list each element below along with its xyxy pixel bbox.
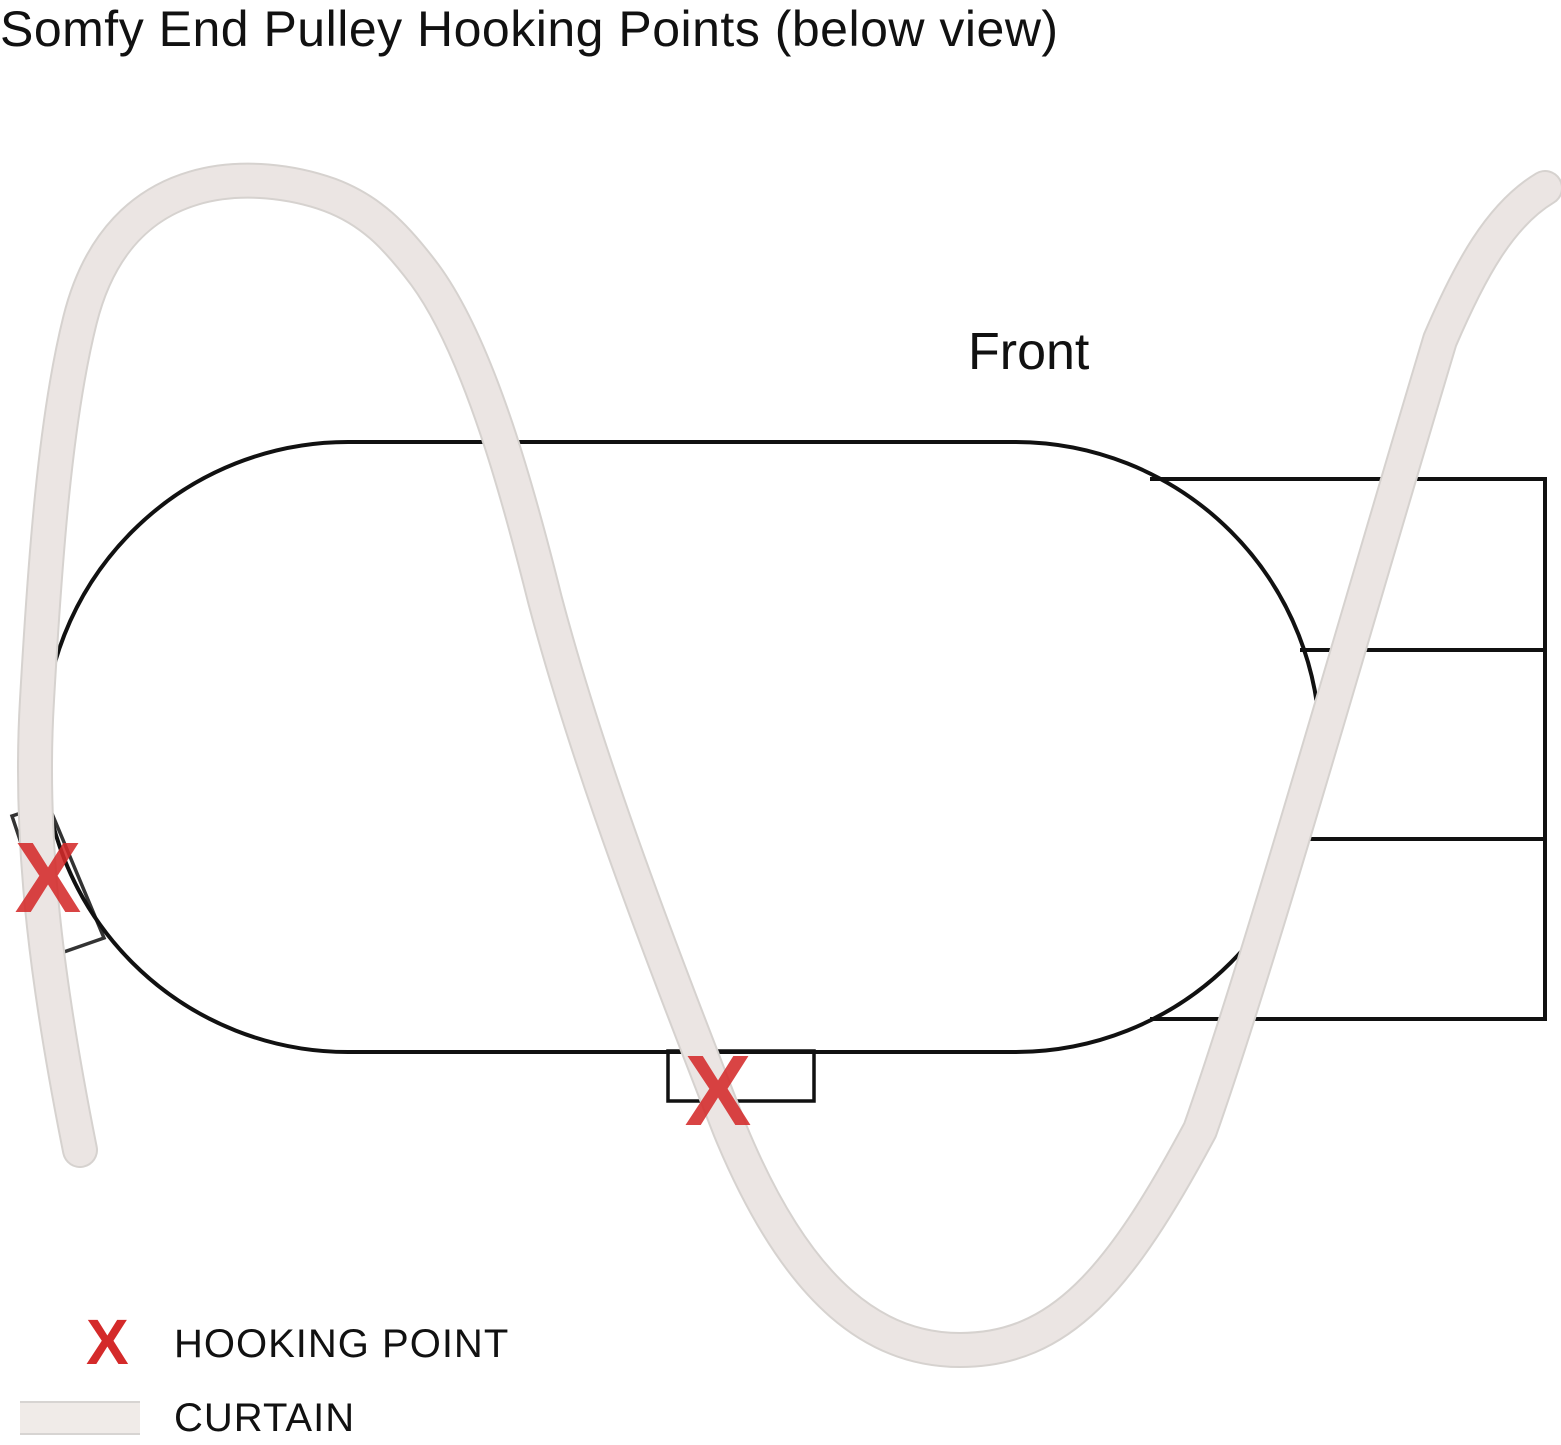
housing-outline (1150, 477, 1547, 1021)
legend-curtain-swatch (20, 1401, 140, 1435)
hook-bottom-center: X (685, 1035, 752, 1147)
curtain-path (16, 162, 1561, 1368)
pulley-track-outline (41, 440, 1322, 1054)
diagram-title: Somfy End Pulley Hooking Points (below v… (0, 1, 1059, 57)
legend-curtain-label: CURTAIN (174, 1396, 356, 1440)
legend-hooking-point-label: HOOKING POINT (174, 1322, 510, 1366)
curtain-fill (18, 164, 1561, 1366)
pulley-housing (1150, 477, 1547, 1021)
front-label: Front (968, 323, 1090, 381)
legend-hook-x-icon: X (86, 1306, 129, 1378)
hook-left-end: X (15, 822, 82, 934)
